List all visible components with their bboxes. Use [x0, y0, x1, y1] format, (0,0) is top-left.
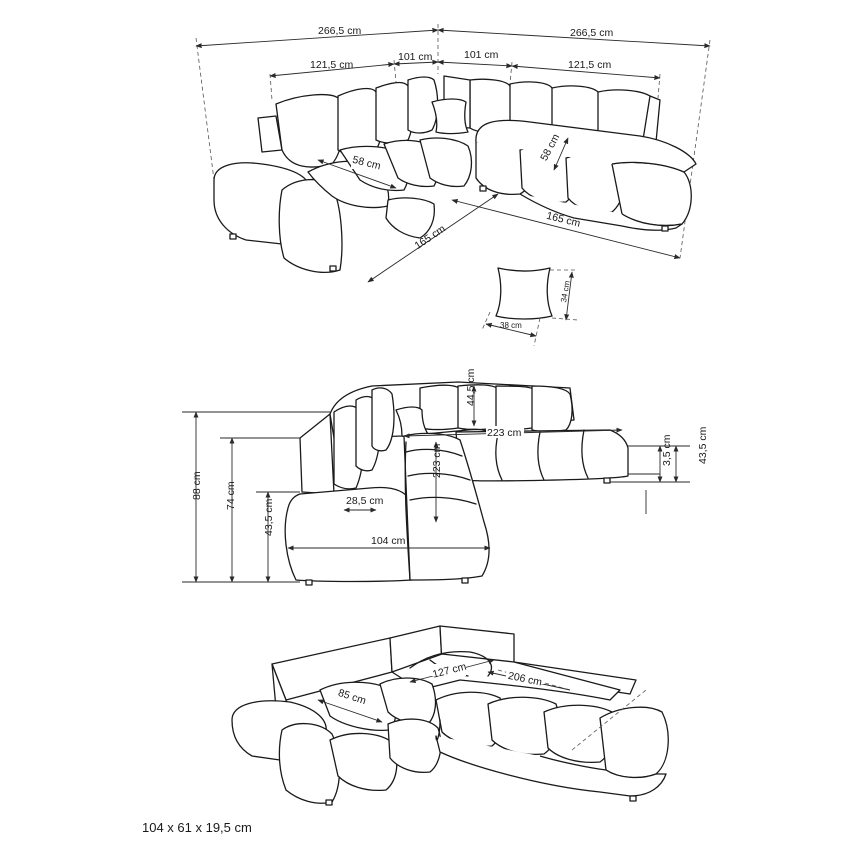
- dim-cushion-height: 34 cm: [559, 280, 572, 303]
- cushion-dimensions: 38 cm 34 cm: [485, 271, 574, 338]
- dim-back-left: 121,5 cm: [310, 59, 353, 71]
- dim-arm-height: 74 cm: [225, 481, 237, 510]
- side-view-sofa: [284, 381, 629, 586]
- dim-seat-depth-front: 223 cm: [431, 443, 443, 478]
- dim-corner-width: 223 cm: [487, 427, 522, 439]
- dim-overall-left: 266,5 cm: [318, 25, 361, 37]
- dim-arm-width: 28,5 cm: [346, 495, 384, 507]
- dim-back-corner-left: 101 cm: [398, 51, 433, 63]
- dim-back-corner-right: 101 cm: [464, 49, 499, 61]
- dim-backrest-height: 44,5 cm: [465, 368, 477, 406]
- side-view-dimensions: 88 cm 74 cm 43,5 cm 44,5 cm 223 cm 223 c…: [182, 368, 709, 583]
- dim-depth: 104 cm: [371, 535, 406, 547]
- dim-leg-height: 3,5 cm: [661, 434, 673, 466]
- dimensions-caption: 104 x 61 x 19,5 cm: [142, 820, 252, 835]
- bed-view-sofa: [231, 625, 669, 806]
- dim-seat-height-left: 43,5 cm: [263, 498, 275, 536]
- top-view-sofa: [195, 24, 711, 273]
- dim-seat-height-right: 43,5 cm: [697, 426, 709, 464]
- dim-total-height: 88 cm: [191, 471, 203, 500]
- dim-back-right: 121,5 cm: [568, 59, 611, 71]
- dim-cushion-width: 38 cm: [500, 321, 522, 330]
- dim-overall-right: 266,5 cm: [570, 27, 613, 39]
